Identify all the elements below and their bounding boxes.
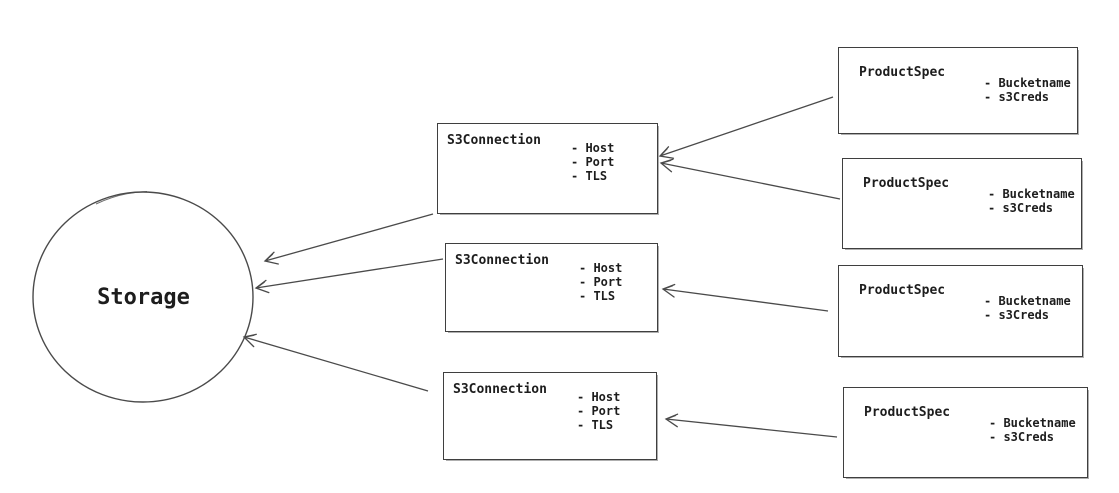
s3connection-node-3: S3Connection - Host - Port - TLS [443, 372, 657, 460]
attribute-item: - s3Creds [984, 90, 1050, 104]
node-attributes: - Bucketname - s3Creds [988, 187, 1075, 215]
attribute-item: - TLS [579, 289, 616, 303]
arrow-s3connection3-to-storage [242, 333, 429, 392]
attribute-item: - Bucketname [984, 294, 1071, 308]
node-title: S3Connection [447, 133, 541, 148]
attribute-item: - Port [571, 155, 615, 169]
node-attributes: - Host - Port - TLS [579, 261, 622, 303]
node-title: ProductSpec [863, 176, 950, 191]
node-title: ProductSpec [864, 405, 951, 420]
productspec-node-3: ProductSpec - Bucketname - s3Creds [838, 265, 1083, 357]
arrow-productspec2-to-s3connection1 [659, 158, 841, 200]
arrow-productspec4-to-s3connection3 [664, 413, 838, 438]
arrow-productspec3-to-s3connection2 [661, 283, 829, 312]
node-title: S3Connection [453, 382, 547, 397]
node-title: ProductSpec [859, 283, 946, 298]
node-attributes: - Host - Port - TLS [571, 141, 614, 183]
node-attributes: - Bucketname - s3Creds [984, 76, 1071, 104]
node-attributes: - Bucketname - s3Creds [984, 294, 1071, 322]
node-attributes: - Host - Port - TLS [577, 390, 620, 432]
s3connection-node-2: S3Connection - Host - Port - TLS [445, 243, 658, 332]
attribute-item: - TLS [577, 418, 614, 432]
node-title: ProductSpec [859, 65, 946, 80]
attribute-item: - Port [577, 404, 621, 418]
productspec-node-4: ProductSpec - Bucketname - s3Creds [843, 387, 1088, 478]
attribute-item: - Port [579, 275, 623, 289]
attribute-item: - Bucketname [984, 76, 1071, 90]
storage-node-label: Storage [97, 284, 190, 310]
productspec-node-1: ProductSpec - Bucketname - s3Creds [838, 47, 1078, 134]
attribute-item: - s3Creds [988, 201, 1054, 215]
attribute-item: - Host [577, 390, 621, 404]
node-title: S3Connection [455, 253, 549, 268]
arrow-s3connection1-to-storage [263, 213, 434, 265]
attribute-item: - Host [571, 141, 615, 155]
attribute-item: - Host [579, 261, 623, 275]
node-attributes: - Bucketname - s3Creds [989, 416, 1076, 444]
attribute-item: - Bucketname [988, 187, 1075, 201]
arrow-s3connection2-to-storage [254, 258, 444, 294]
attribute-item: - s3Creds [989, 430, 1055, 444]
circle-sketch-seam [95, 191, 148, 205]
attribute-item: - s3Creds [984, 308, 1050, 322]
arrow-productspec1-to-s3connection1 [658, 96, 834, 159]
attribute-item: - Bucketname [989, 416, 1076, 430]
attribute-item: - TLS [571, 169, 608, 183]
productspec-node-2: ProductSpec - Bucketname - s3Creds [842, 158, 1082, 249]
s3connection-node-1: S3Connection - Host - Port - TLS [437, 123, 658, 214]
